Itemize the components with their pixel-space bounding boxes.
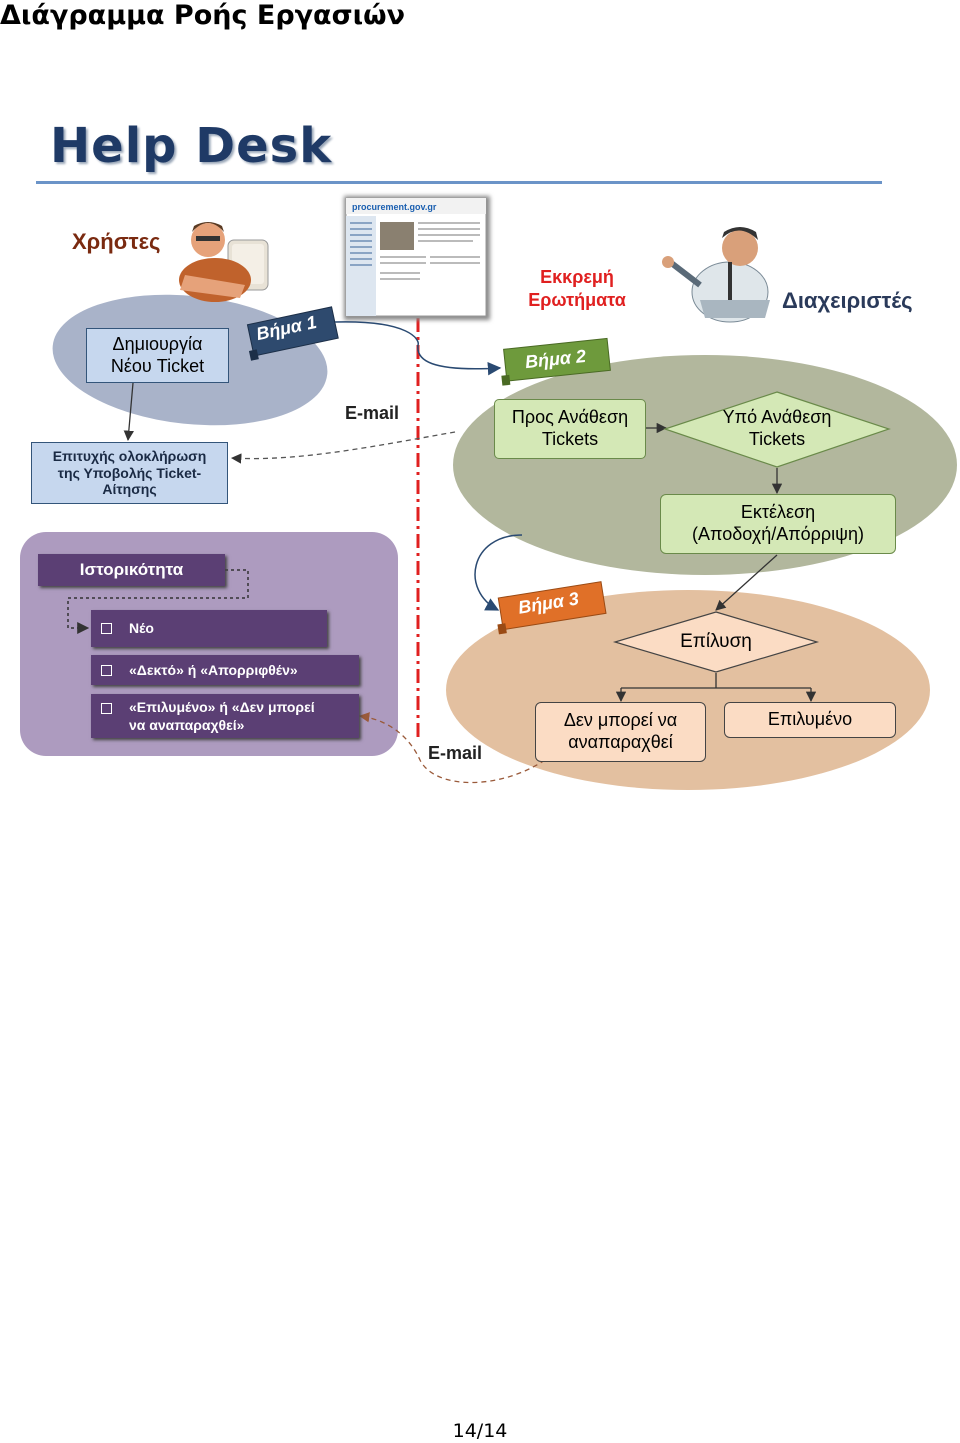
success-line3: Αίτησης <box>102 481 157 498</box>
slide-title: Help Desk <box>50 118 333 174</box>
history-item-accepted: «Δεκτό» ή «Απορριφθέν» <box>91 655 359 685</box>
cannot-reproduce-line2: αναπαραχθεί <box>568 732 673 752</box>
under-assign-diamond <box>663 391 891 468</box>
history-item-resolved: «Επιλυμένο» ή «Δεν μπορεί να αναπαραχθεί… <box>91 694 359 738</box>
step2-banner <box>501 337 611 386</box>
history-title: Ιστορικότητα <box>38 554 225 586</box>
document-title: Διάγραμμα Ροής Εργασιών <box>0 0 405 31</box>
history-item-2-line1: «Δεκτό» ή «Απορριφθέν» <box>129 662 298 678</box>
email-label-1: E-mail <box>345 403 400 423</box>
site-logo: procurement.gov.gr <box>352 202 437 212</box>
step3-banner <box>497 581 607 635</box>
history-item-3-line1: «Επιλυμένο» ή «Δεν μπορεί <box>129 699 315 715</box>
step1-to-step2-curve <box>334 321 502 376</box>
admins-label: Διαχειριστές <box>782 288 913 313</box>
create-ticket-line1: Δημιουργία <box>112 333 203 354</box>
cannot-reproduce-box: Δεν μπορεί να αναπαραχθεί <box>535 702 706 762</box>
checkbox-icon <box>101 703 112 714</box>
email-label-2: E-mail <box>428 743 483 763</box>
pending-label: Εκκρεμή Ερωτήματα <box>525 266 629 313</box>
title-underline <box>36 181 882 184</box>
page-number: 14/14 <box>452 1420 508 1442</box>
execution-to-resolution-arrow <box>715 554 778 611</box>
checkbox-icon <box>101 623 112 634</box>
user-clipart-icon <box>179 222 269 302</box>
step1-banner <box>246 306 339 361</box>
pending-line2: Ερωτήματα <box>528 290 626 311</box>
to-assign-line1: Προς Ανάθεση <box>511 407 629 428</box>
resolution-label: Επίλυση <box>680 630 752 652</box>
email-dashed-arrow-1 <box>230 431 456 464</box>
under-assign-line2: Tickets <box>748 429 806 449</box>
history-item-3-line2: να αναπαραχθεί» <box>129 716 245 733</box>
success-line2: της Υποβολής Ticket- <box>57 464 202 481</box>
create-ticket-box: Δημιουργία Νέου Ticket <box>86 328 229 383</box>
resolution-diamond <box>612 611 820 673</box>
create-ticket-line2: Νέου Ticket <box>110 355 205 376</box>
success-line1: Επιτυχής ολοκλήρωση <box>52 447 207 464</box>
cannot-reproduce-line1: Δεν μπορεί να <box>563 710 678 731</box>
history-dotted-connector <box>67 569 249 634</box>
pending-line1: Εκκρεμή <box>540 267 614 287</box>
under-assign-label: Υπό Ανάθεση Tickets <box>700 405 854 453</box>
to-assign-box: Προς Ανάθεση Tickets <box>494 399 646 459</box>
history-item-new: Νέο <box>91 610 327 647</box>
execution-line2: (Αποδοχή/Απόρριψη) <box>692 524 864 544</box>
resolution-split-lines <box>621 673 811 689</box>
create-to-success-arrow <box>123 382 134 442</box>
history-item-1-line1: Νέο <box>129 620 154 636</box>
step2-to-step3-curve <box>474 534 523 611</box>
under-assign-line1: Υπό Ανάθεση <box>722 407 832 428</box>
execution-line1: Εκτέλεση <box>740 502 816 523</box>
website-screenshot-icon: procurement.gov.gr <box>344 196 490 320</box>
users-label: Χρήστες <box>72 229 161 254</box>
resolved-box: Επιλυμένο <box>724 702 896 738</box>
success-box: Επιτυχής ολοκλήρωση της Υποβολής Ticket-… <box>31 442 228 504</box>
admin-clipart-icon <box>662 227 770 323</box>
checkbox-icon <box>101 665 112 676</box>
execution-box: Εκτέλεση (Αποδοχή/Απόρριψη) <box>660 494 896 554</box>
to-assign-line2: Tickets <box>541 429 599 449</box>
